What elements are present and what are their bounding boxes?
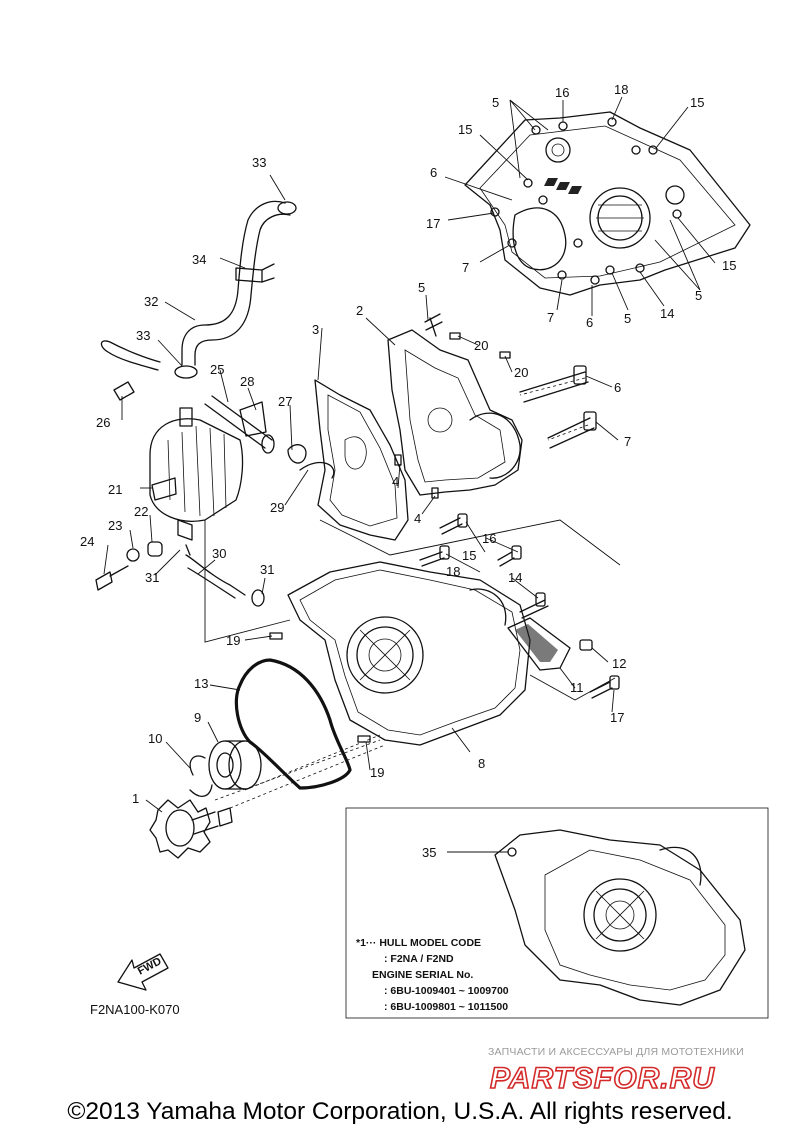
callout-20: 20 [514, 365, 528, 380]
callout-15: 15 [690, 95, 704, 110]
callout-23: 23 [108, 518, 122, 533]
fwd-arrow-icon: FWD [117, 953, 169, 991]
callout-5: 5 [695, 288, 702, 303]
callout-4: 4 [414, 511, 421, 526]
gear-shaft-assembly [149, 740, 262, 859]
callout-20: 20 [474, 338, 488, 353]
callout-6: 6 [614, 380, 621, 395]
callout-12: 12 [612, 656, 626, 671]
callout-25: 25 [210, 362, 224, 377]
callout-16: 16 [482, 531, 496, 546]
callout-8: 8 [478, 756, 485, 771]
watermark: ЗАПЧАСТИ И АКСЕССУАРЫ ДЛЯ МОТОТЕХНИКИ PA… [488, 1046, 744, 1096]
pump-housing-2 [387, 313, 597, 499]
watermark-tagline: ЗАПЧАСТИ И АКСЕССУАРЫ ДЛЯ МОТОТЕХНИКИ [488, 1046, 744, 1058]
callout-leaders [103, 96, 716, 813]
callout-6: 6 [586, 315, 593, 330]
callout-22: 22 [134, 504, 148, 519]
note-line-1: *1··· HULL MODEL CODE [356, 937, 481, 949]
callout-33: 33 [252, 155, 266, 170]
callout-1: 1 [132, 791, 139, 806]
plate-11 [419, 513, 620, 699]
callout-15: 15 [458, 122, 472, 137]
assembly-lines [204, 377, 621, 809]
callout-28: 28 [240, 374, 254, 389]
callout-labels: 5 16 18 15 15 6 17 7 7 6 5 14 15 5 33 34… [80, 82, 736, 860]
callout-7: 7 [547, 310, 554, 325]
callout-32: 32 [144, 294, 158, 309]
inset-panel [345, 807, 769, 1019]
callout-17: 17 [610, 710, 624, 725]
watermark-logo: PARTSFOR.RU [490, 1062, 715, 1095]
callout-11: 11 [570, 680, 584, 695]
callout-15: 15 [462, 548, 476, 563]
gasket-3 [314, 379, 409, 541]
callout-29: 29 [270, 500, 284, 515]
callout-15: 15 [722, 258, 736, 273]
callout-31: 31 [145, 570, 159, 585]
callout-27: 27 [278, 394, 292, 409]
note-line-5: : 6BU-1009801 ~ 1011500 [384, 1001, 508, 1013]
callout-14: 14 [660, 306, 674, 321]
callout-19: 19 [370, 765, 384, 780]
callout-26: 26 [96, 415, 110, 430]
callout-5: 5 [418, 280, 425, 295]
callout-5: 5 [624, 311, 631, 326]
copyright-notice: ©2013 Yamaha Motor Corporation, U.S.A. A… [67, 1098, 733, 1125]
o-ring-gasket-13 [234, 658, 352, 790]
callout-7: 7 [624, 434, 631, 449]
callout-18: 18 [614, 82, 628, 97]
diagram-code: F2NA100-K070 [90, 1002, 180, 1017]
callout-18: 18 [446, 564, 460, 579]
hose-assembly [100, 200, 297, 379]
callout-10: 10 [148, 731, 162, 746]
callout-31: 31 [260, 562, 274, 577]
callout-24: 24 [80, 534, 94, 549]
note-line-4: : 6BU-1009401 ~ 1009700 [384, 985, 509, 997]
callout-13: 13 [194, 676, 208, 691]
callout-16: 16 [555, 85, 569, 100]
callout-21: 21 [108, 482, 122, 497]
callout-7: 7 [462, 260, 469, 275]
callout-30: 30 [212, 546, 226, 561]
model-note: *1··· HULL MODEL CODE : F2NA / F2ND ENGI… [356, 937, 509, 1013]
crankcase-cover-rear-view [464, 111, 751, 296]
callout-19: 19 [226, 633, 240, 648]
note-line-3: ENGINE SERIAL No. [372, 969, 473, 981]
fwd-label: FWD [136, 955, 164, 977]
callout-4: 4 [392, 474, 399, 489]
callout-9: 9 [194, 710, 201, 725]
exploded-parts-diagram: FWD 5 16 18 15 15 6 17 7 7 6 5 14 15 5 3… [80, 82, 769, 1096]
callout-2: 2 [356, 303, 363, 318]
note-line-2: : F2NA / F2ND [384, 953, 454, 965]
main-cover-8 [269, 561, 531, 746]
callout-14: 14 [508, 570, 522, 585]
filter-housing [95, 381, 335, 607]
callout-34: 34 [192, 252, 206, 267]
callout-5: 5 [492, 95, 499, 110]
callout-6: 6 [430, 165, 437, 180]
callout-3: 3 [312, 322, 319, 337]
callout-17: 17 [426, 216, 440, 231]
callout-35: 35 [422, 845, 436, 860]
callout-33: 33 [136, 328, 150, 343]
